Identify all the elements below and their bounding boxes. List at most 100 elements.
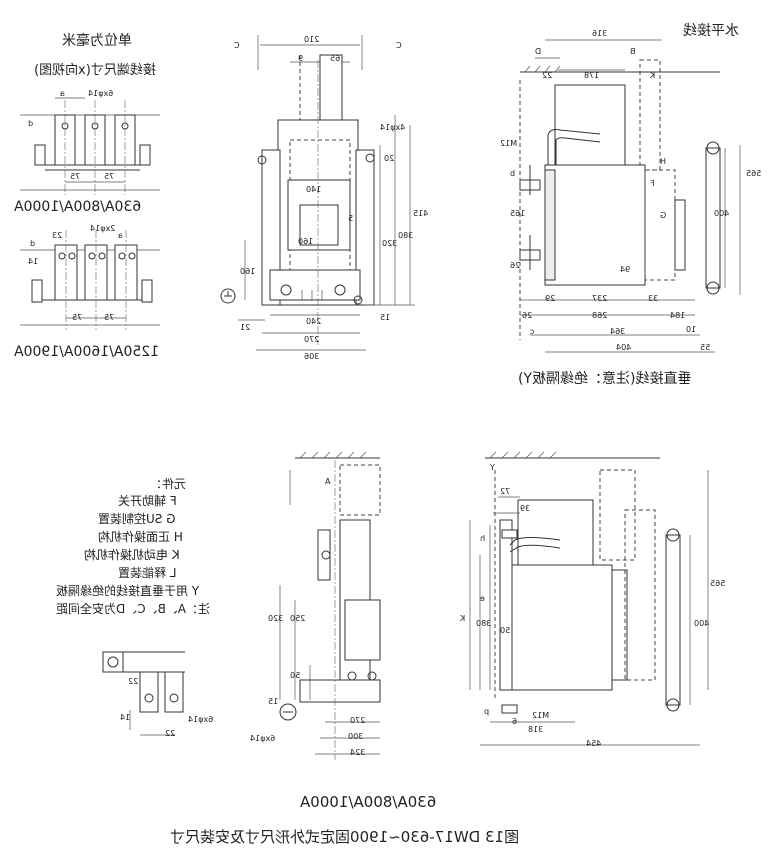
- legend-title: 元件：: [150, 477, 187, 491]
- dim-label: 65: [330, 54, 341, 63]
- dim-label: 6xφ14: [250, 734, 276, 743]
- legend-item: 注：A、B、C、D为安全间距: [56, 602, 211, 616]
- dim-label: C: [396, 41, 402, 50]
- dim-label: 404: [616, 343, 632, 352]
- dim-label: 320: [382, 239, 398, 248]
- dim-label: G: [660, 211, 667, 220]
- dim-label: 22: [165, 729, 176, 738]
- dim-label: 364: [610, 327, 626, 336]
- dim-label: 72: [500, 487, 511, 496]
- dim-label: H: [660, 157, 667, 166]
- dim-label: 2xφ14: [90, 224, 116, 233]
- dim-label: 5: [348, 214, 354, 223]
- dim-label: 23: [52, 231, 63, 240]
- dim-label: 75: [104, 172, 115, 181]
- dim-label: 306: [304, 352, 320, 361]
- vertical-connection-label: 垂直接线(注意：绝缘隔板Y): [518, 371, 692, 387]
- dim-label: a: [118, 231, 123, 240]
- dim-label: 9: [298, 54, 304, 63]
- dim-label: 15: [268, 697, 279, 706]
- dim-label: 50: [290, 671, 301, 680]
- dim-label: 454: [586, 739, 602, 748]
- dim-label: 140: [306, 185, 322, 194]
- dim-label: 240: [306, 317, 322, 326]
- dim-label: e: [480, 594, 485, 603]
- dim-label: 94: [620, 265, 631, 274]
- dim-label: 400: [694, 619, 710, 628]
- terminal-detail-bottom: [102, 651, 185, 736]
- dim-label: h: [480, 534, 486, 543]
- terminal-detail-small: [20, 97, 160, 195]
- dim-label: 160: [298, 237, 314, 246]
- dim-label: 237: [592, 294, 608, 303]
- dim-label: 22: [542, 71, 553, 80]
- dim-label: 178: [584, 71, 600, 80]
- dim-label: 22: [128, 677, 139, 686]
- dim-label: 14: [120, 713, 131, 722]
- dim-label: 318: [528, 725, 544, 734]
- dim-label: 20: [384, 154, 395, 163]
- dim-label: K: [460, 614, 466, 623]
- dim-label: K: [650, 71, 656, 80]
- dim-label: b: [510, 169, 516, 178]
- dim-label: d: [28, 119, 34, 128]
- dim-label: M12: [500, 139, 518, 148]
- dim-label: 55: [700, 343, 711, 352]
- dim-label: B: [630, 47, 636, 56]
- legend-item: G SU控制装置: [98, 512, 176, 526]
- side-view: [519, 39, 741, 353]
- dim-label: 29: [545, 294, 556, 303]
- figure-caption: 图13 DW17-630~1900固定式外形尺寸及安装尺寸: [170, 828, 520, 846]
- dim-label: 400: [714, 209, 730, 218]
- dim-label: 21: [240, 323, 251, 332]
- dim-label: 33: [648, 294, 659, 303]
- dim-label: 270: [350, 716, 366, 725]
- dim-label: M12: [532, 711, 550, 720]
- model-label-small: 630A/800A/1000A: [14, 199, 142, 215]
- dim-label: 75: [72, 313, 83, 322]
- legend-item: L 释能装置: [118, 566, 177, 580]
- dim-label: 210: [304, 35, 320, 44]
- dim-label: 270: [304, 335, 320, 344]
- dim-label: p: [484, 707, 490, 716]
- front-view: [220, 35, 415, 351]
- dim-label: 6xφ14: [88, 89, 114, 98]
- dim-label: A: [325, 477, 331, 486]
- dim-label: 160: [240, 267, 256, 276]
- dim-label: 10: [686, 325, 697, 334]
- legend-item: K 电动机操作机构: [84, 548, 180, 562]
- dim-label: 316: [592, 29, 608, 38]
- dim-label: 75: [70, 172, 81, 181]
- dim-label: 165: [510, 209, 526, 218]
- dim-label: 6xφ14: [188, 715, 214, 724]
- dim-label: Y: [490, 463, 495, 472]
- dim-label: d: [30, 239, 36, 248]
- dim-label: 14: [28, 257, 39, 266]
- dim-label: 415: [413, 209, 429, 218]
- dim-label: 300: [348, 732, 364, 741]
- dim-label: 75: [104, 313, 115, 322]
- dim-label: 268: [592, 311, 608, 320]
- dim-label: c: [530, 327, 535, 336]
- bottom-front-view: [279, 451, 381, 760]
- dim-label: 184: [670, 311, 686, 320]
- dim-label: 565: [710, 579, 726, 588]
- dim-label: a: [60, 89, 65, 98]
- dim-label: 26: [510, 261, 521, 270]
- terminal-detail-large: [20, 230, 160, 330]
- dim-label: 26: [522, 311, 533, 320]
- dim-label: 4xφ14: [380, 123, 406, 132]
- bottom-side-view: [469, 451, 709, 746]
- model-label-large: 1250A/1600A/1900A: [14, 344, 160, 360]
- dim-label: 320: [268, 614, 284, 623]
- dim-label: 565: [746, 169, 762, 178]
- dim-label: 250: [290, 614, 306, 623]
- dim-label: 39: [520, 504, 531, 513]
- dim-label: 15: [380, 313, 391, 322]
- dim-label: F: [650, 179, 655, 188]
- model-label-bottom: 630A/800A/1000A: [300, 793, 437, 811]
- legend-item: Y 用于垂直接线的绝缘隔板: [56, 584, 200, 598]
- dim-label: 50: [500, 626, 511, 635]
- dim-label: D: [535, 47, 542, 56]
